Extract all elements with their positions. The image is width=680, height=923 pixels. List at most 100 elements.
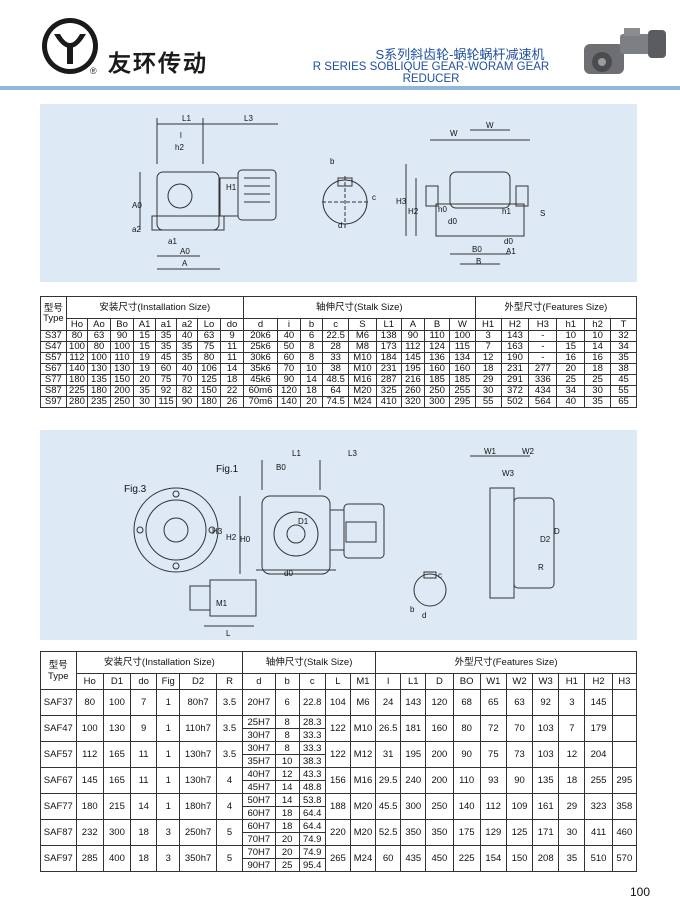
type-cell: SAF57 [40, 741, 77, 768]
value-cell: 18 [130, 819, 158, 846]
column-header: M1 [349, 673, 377, 690]
shaft-cell: 45H7 [242, 780, 276, 794]
value-cell: 240 [400, 767, 427, 794]
value-cell [611, 715, 638, 742]
type-cell: SAF97 [40, 845, 77, 872]
value-cell: 434 [528, 385, 558, 397]
value-cell: 112 [400, 341, 426, 353]
value-cell: 18 [474, 363, 502, 375]
value-cell: 7 [130, 689, 158, 716]
column-header: H1 [474, 318, 502, 331]
value-cell: 92 [154, 385, 178, 397]
value-cell: 34 [609, 341, 638, 353]
value-cell: 8 [299, 341, 324, 353]
value-cell: 570 [611, 845, 638, 872]
shaft-cell: 20 [274, 832, 300, 846]
value-cell: 100 [102, 689, 132, 716]
value-cell: 165 [102, 767, 132, 794]
value-cell: M20 [349, 819, 377, 846]
value-cell: 180h7 [179, 793, 217, 820]
value-cell: 75 [196, 341, 222, 353]
value-cell: 150 [196, 385, 222, 397]
value-cell: 3 [156, 845, 181, 872]
value-cell: 140 [452, 793, 481, 820]
shaft-cell: 18 [274, 819, 300, 833]
value-cell: 24 [375, 689, 402, 716]
value-cell: 173 [375, 341, 402, 353]
value-cell: 300 [102, 819, 132, 846]
shaft-cell: 95.4 [298, 858, 326, 872]
value-cell: 180 [196, 396, 222, 408]
svg-text:D: D [554, 527, 560, 536]
value-cell: 63 [505, 689, 534, 716]
type-cell: SAF47 [40, 715, 77, 742]
value-cell: M10 [347, 363, 377, 375]
svg-text:L3: L3 [244, 114, 253, 123]
value-cell: 18 [584, 363, 611, 375]
value-cell: 20 [556, 363, 586, 375]
value-cell: 3 [558, 689, 586, 716]
type-cell: S77 [40, 374, 67, 386]
value-cell: 350h7 [179, 845, 217, 872]
value-cell: 115 [154, 396, 178, 408]
column-header: H3 [611, 673, 638, 690]
value-cell: 235 [87, 396, 111, 408]
value-cell: 156 [324, 767, 351, 794]
value-cell: 110 [109, 352, 135, 364]
value-cell: 138 [375, 330, 402, 342]
value-cell: 20k6 [242, 330, 279, 342]
value-cell: 20 [299, 396, 324, 408]
value-cell [611, 741, 638, 768]
value-cell: 30k6 [242, 352, 279, 364]
value-cell: 31 [375, 741, 402, 768]
type-cell: SAF77 [40, 793, 77, 820]
value-cell: 80h7 [179, 689, 217, 716]
shaft-cell: 8 [274, 715, 300, 729]
value-cell: 26.5 [375, 715, 402, 742]
type-cell: S37 [40, 330, 67, 342]
shaft-cell: 70H7 [242, 845, 276, 859]
value-cell: M10 [347, 352, 377, 364]
value-cell: 11 [220, 341, 244, 353]
shaft-cell: 40H7 [242, 767, 276, 781]
shaft-cell: 22.8 [298, 689, 326, 716]
value-cell: 9 [220, 330, 244, 342]
value-cell: 52.5 [375, 819, 402, 846]
value-cell: 140 [277, 396, 301, 408]
column-header: do [220, 318, 244, 331]
column-header: W1 [479, 673, 507, 690]
value-cell: 29.5 [375, 767, 402, 794]
value-cell: 80 [65, 330, 89, 342]
value-cell: 112 [75, 741, 104, 768]
type-cell: S97 [40, 396, 67, 408]
value-cell: 70 [277, 363, 301, 375]
value-cell: 1 [156, 767, 181, 794]
value-cell: 33 [322, 352, 349, 364]
value-cell: 55 [474, 396, 502, 408]
shaft-cell: 60H7 [242, 806, 276, 820]
column-header: Ao [87, 318, 111, 331]
svg-text:a2: a2 [132, 225, 141, 234]
column-header: D [425, 673, 454, 690]
value-cell: 232 [75, 819, 104, 846]
value-cell: 14 [299, 374, 324, 386]
value-cell: 564 [528, 396, 558, 408]
shaft-cell: 74.9 [298, 845, 326, 859]
value-cell: M8 [347, 341, 377, 353]
value-cell: 7 [558, 715, 586, 742]
column-header: d [242, 673, 276, 690]
value-cell: 160 [425, 715, 454, 742]
value-cell: 1 [156, 689, 181, 716]
value-cell: 92 [532, 689, 560, 716]
value-cell: 22.5 [322, 330, 349, 342]
shaft-cell: 6 [274, 689, 300, 716]
value-cell: 80 [75, 689, 104, 716]
value-cell: 68 [452, 689, 481, 716]
column-header: a2 [176, 318, 198, 331]
column-header: R [215, 673, 244, 690]
value-cell: 411 [584, 819, 613, 846]
value-cell: 250 [109, 396, 135, 408]
value-cell: 208 [532, 845, 560, 872]
svg-text:W1: W1 [484, 447, 497, 456]
